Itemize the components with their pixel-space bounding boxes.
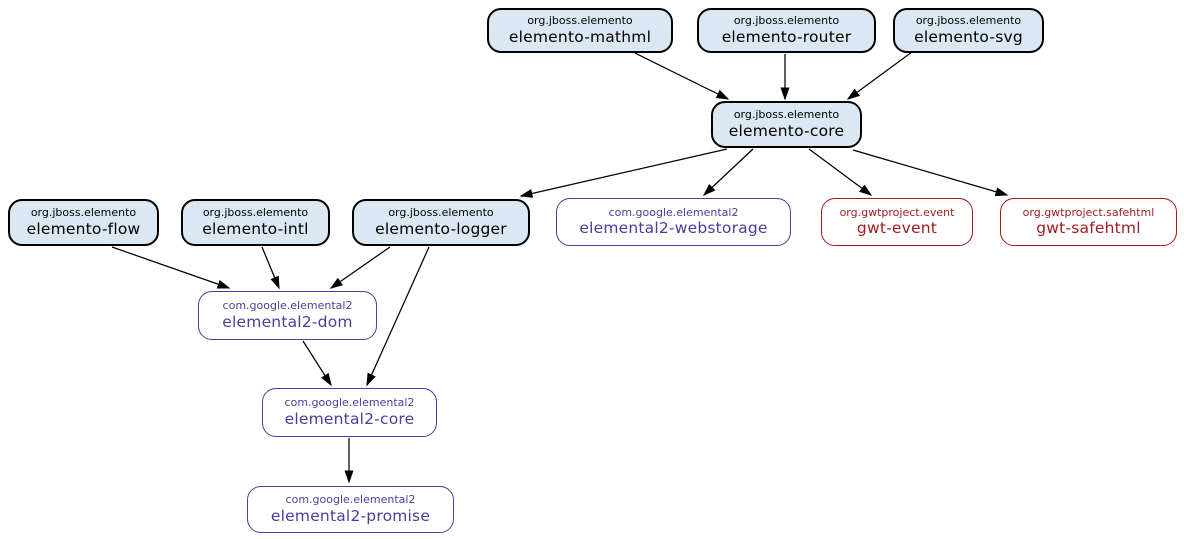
node-group-id: org.jboss.elemento <box>202 206 309 220</box>
node-group-id: org.jboss.elemento <box>527 14 633 28</box>
node-group-id: org.jboss.elemento <box>30 206 137 220</box>
edge-elemento-core--gwt-safehtml <box>852 149 1009 197</box>
edge-elemento-logger--elemental2-dom <box>329 246 391 289</box>
node-group-id: org.jboss.elemento <box>388 206 494 220</box>
node-artifact-id: gwt-event <box>856 219 938 238</box>
node-group-id: com.google.elemental2 <box>222 299 353 313</box>
edge-elemento-mathml--elemento-core <box>634 52 730 100</box>
node-artifact-id: elemento-router <box>721 27 852 46</box>
node-artifact-id: elemento-mathml <box>508 27 652 46</box>
node-group-id: org.gwtproject.safehtml <box>1022 205 1155 219</box>
node-artifact-id: elemental2-dom <box>222 312 353 331</box>
node-artifact-id: elemento-core <box>728 121 845 140</box>
edge-elemento-intl--elemental2-dom <box>261 246 280 290</box>
node-artifact-id: elemental2-webstorage <box>579 219 768 238</box>
node-group-id: org.gwtproject.event <box>839 205 955 219</box>
node-group-id: com.google.elemental2 <box>285 493 416 507</box>
edge-elemento-svg--elemento-core <box>846 51 913 100</box>
node-artifact-id: elemento-intl <box>202 219 309 238</box>
node-group-id: org.jboss.elemento <box>915 14 1022 28</box>
edge-elemento-flow--elemental2-dom <box>111 246 231 289</box>
edge-elemental2-dom--elemental2-core <box>302 340 332 387</box>
node-artifact-id: elemental2-core <box>284 409 415 428</box>
edge-elemento-logger--elemental2-core <box>366 246 430 387</box>
node-group-id: com.google.elemental2 <box>608 205 739 219</box>
node-artifact-id: gwt-safehtml <box>1036 219 1141 238</box>
edge-elemento-core--elemento-logger <box>519 148 728 198</box>
node-artifact-id: elemento-svg <box>914 27 1023 46</box>
node-artifact-id: elemento-flow <box>26 219 141 238</box>
node-artifact-id: elemento-logger <box>375 219 507 238</box>
node-group-id: org.jboss.elemento <box>733 108 840 122</box>
edge-elemento-core--elemental2-webstorage <box>702 148 754 197</box>
node-group-id: org.jboss.elemento <box>733 14 840 28</box>
node-artifact-id: elemental2-promise <box>270 506 431 525</box>
node-group-id: com.google.elemental2 <box>284 396 415 410</box>
edge-elemento-core--gwt-event <box>808 148 873 196</box>
